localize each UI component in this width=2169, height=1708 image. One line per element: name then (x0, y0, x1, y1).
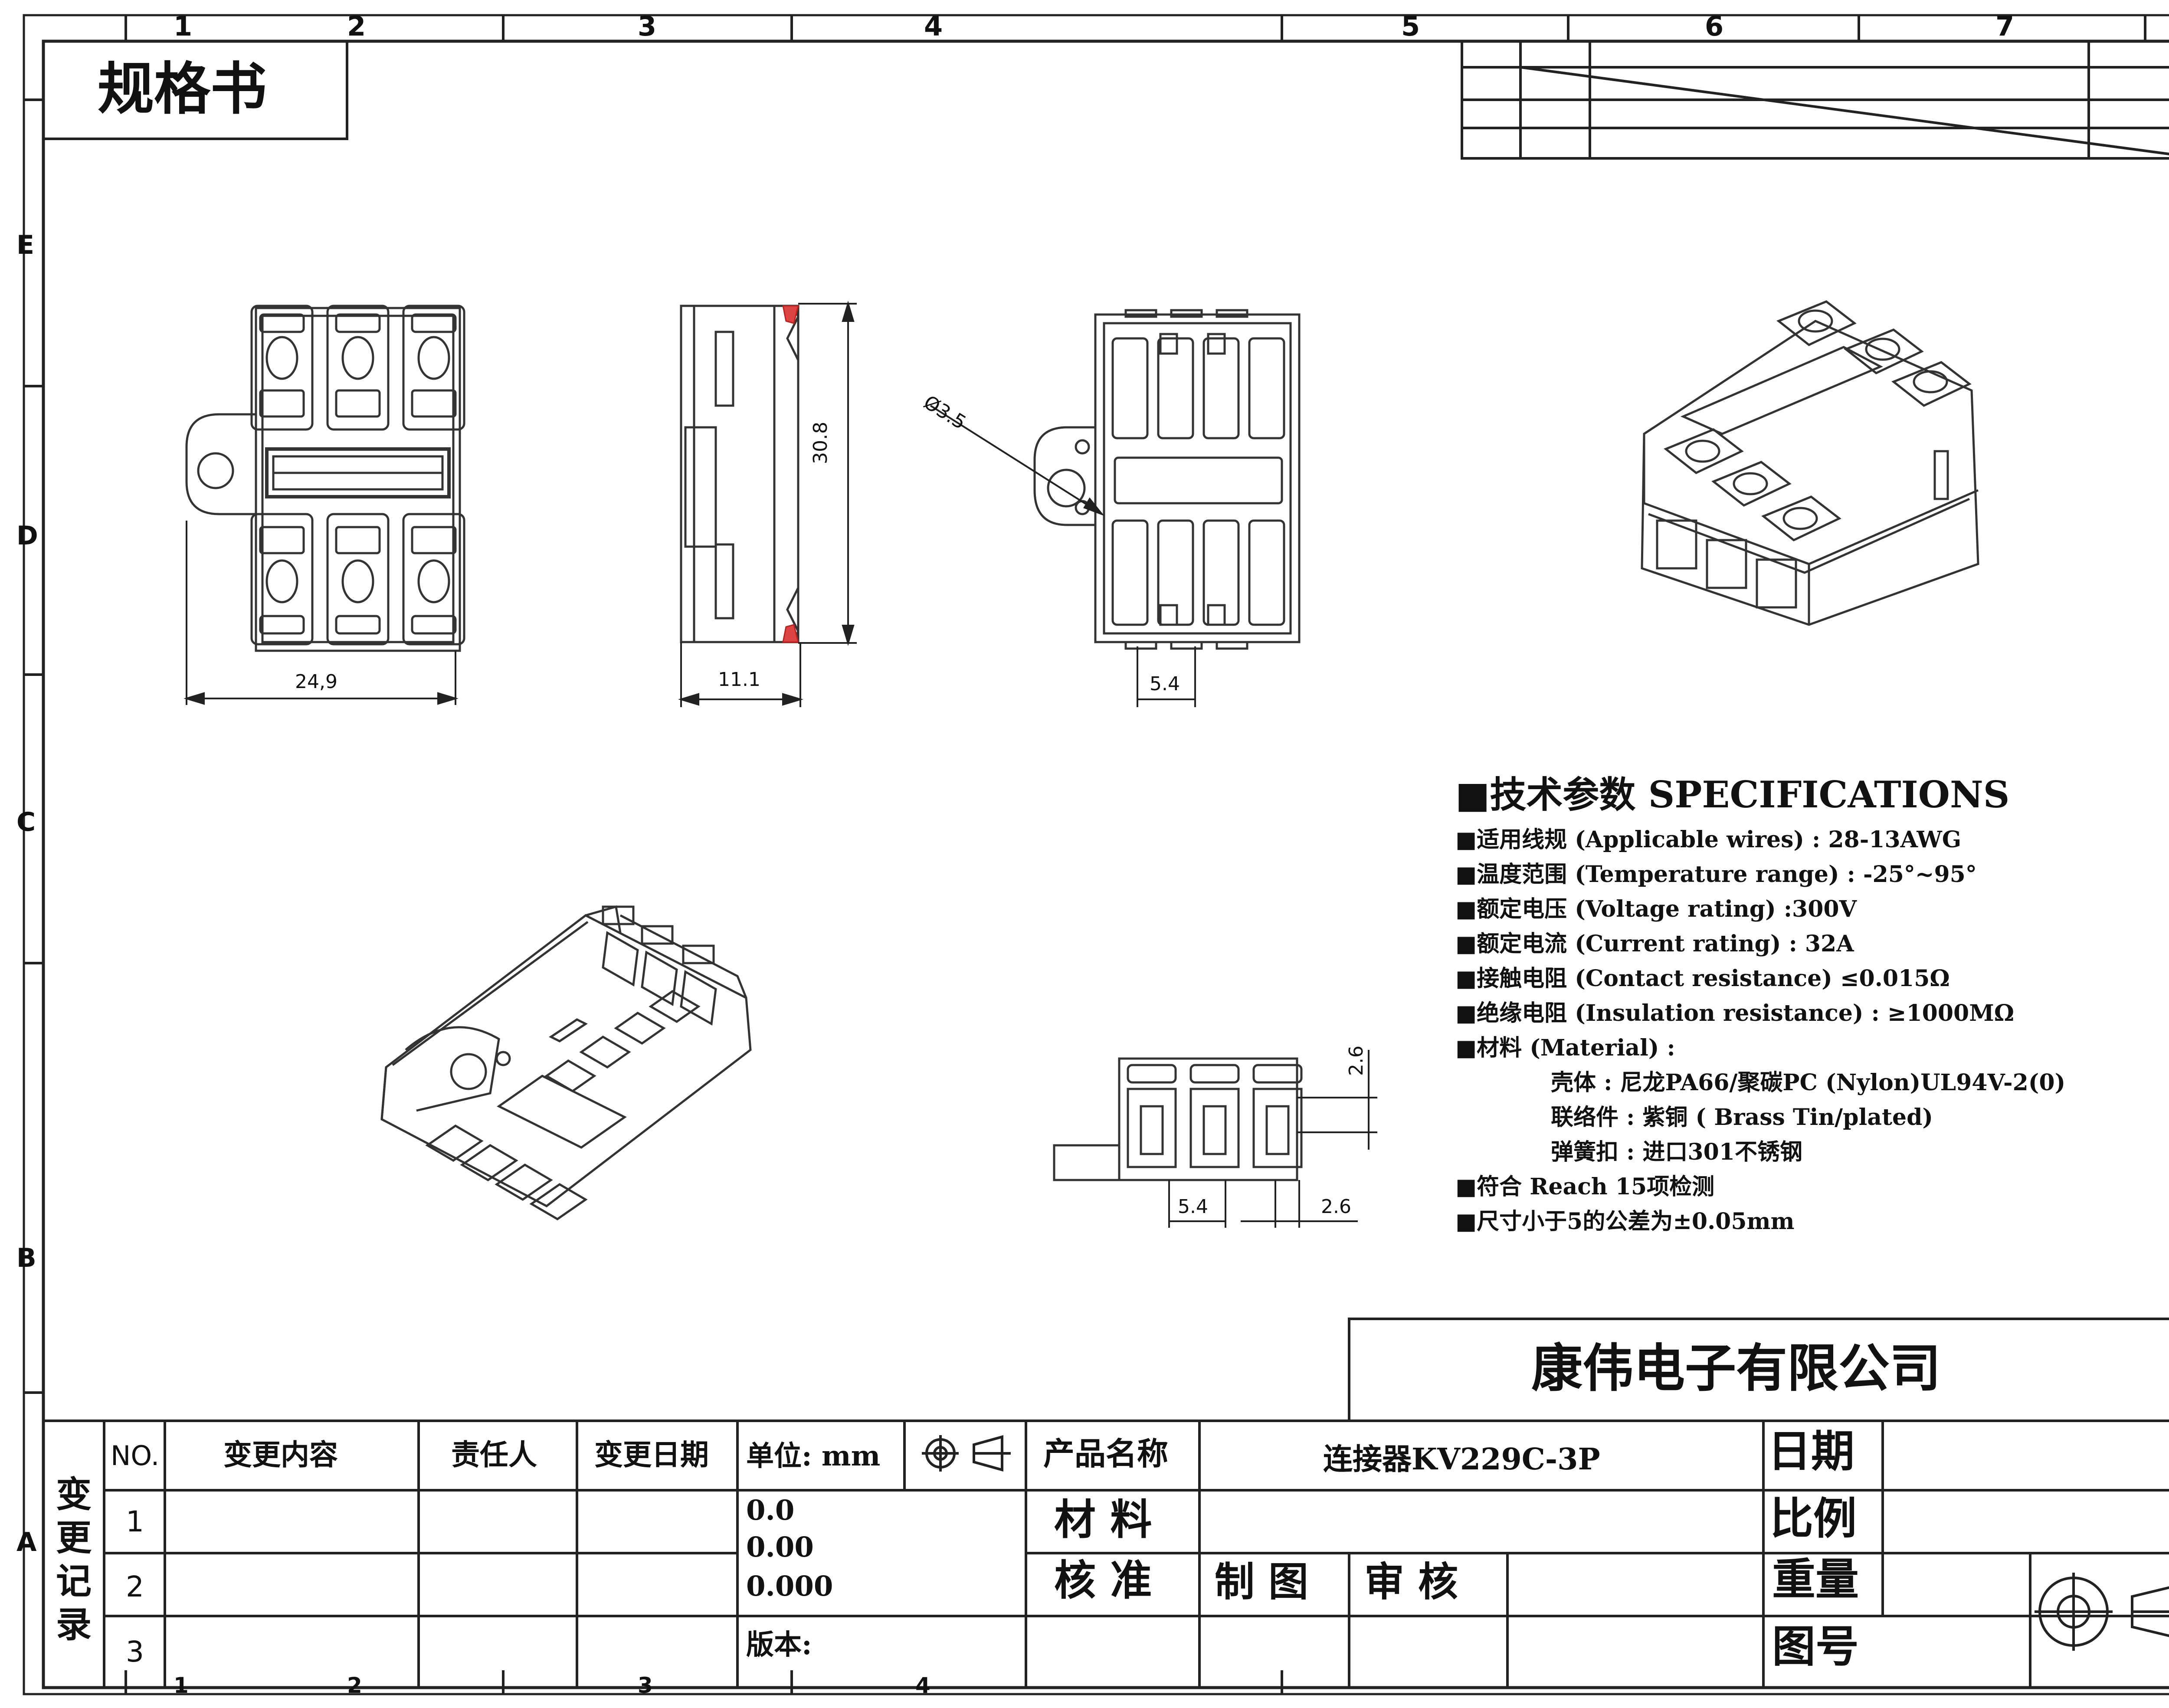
check-label: 核 准 (1054, 1556, 1152, 1605)
zone-col-1: 1 (174, 10, 193, 42)
spec-line-wires: ■适用线规 (Applicable wires) : 28-13AWG (1455, 826, 1962, 853)
zone-row-c: C (16, 807, 36, 837)
spec-line-tolerance: ■尺寸小于5的公差为±0.05mm (1455, 1208, 1795, 1235)
zone-col-4: 4 (924, 10, 943, 42)
dim-end-height: 2.6 (1345, 1046, 1367, 1076)
product-name-value: 连接器KV229C-3P (1323, 1442, 1600, 1477)
spec-line-current: ■额定电流 (Current rating) : 32A (1455, 931, 1854, 957)
rev-header-no: NO. (111, 1440, 160, 1472)
rev-header-person: 责任人 (451, 1438, 537, 1472)
dim-end-opening: 2.6 (1321, 1196, 1351, 1218)
zone-col-6: 6 (1705, 10, 1724, 42)
zone-col-3-bottom: 3 (638, 1673, 653, 1698)
zone-row-e: E (16, 230, 34, 260)
rev-row-2: 2 (126, 1570, 144, 1603)
rev-header-date: 变更日期 (594, 1438, 709, 1472)
unit-label: 单位: mm (746, 1440, 881, 1472)
scale-label: 比例 (1770, 1493, 1857, 1544)
spec-line-reach: ■符合 Reach 15项检测 (1455, 1174, 1715, 1200)
spec-material-contact: 联络件 : 紫铜 ( Brass Tin/plated) (1551, 1104, 1933, 1131)
rev-row-1: 1 (126, 1505, 144, 1538)
zone-col-4-bottom: 4 (915, 1673, 931, 1698)
rev-row-3: 3 (126, 1635, 144, 1669)
revision-side-label: 变更记录 (56, 1474, 92, 1646)
company-name: 康伟电子有限公司 (1531, 1338, 1941, 1398)
review-label: 审 核 (1364, 1558, 1458, 1605)
zone-row-a: A (16, 1527, 37, 1557)
dim-pitch-back: 5.4 (1150, 673, 1180, 695)
zone-row-d: D (16, 521, 38, 551)
zone-col-5: 5 (1401, 10, 1420, 42)
page-title: 规格书 (98, 56, 267, 122)
spec-material-housing: 壳体 : 尼龙PA66/聚碳PC (Nylon)UL94V-2(0) (1551, 1069, 2066, 1096)
zone-row-b: B (16, 1243, 36, 1273)
zone-col-3: 3 (638, 10, 657, 42)
spec-material-spring: 弹簧扣 : 进口301不锈钢 (1551, 1139, 1802, 1165)
dim-front-width: 24,9 (295, 671, 337, 693)
zone-col-1-bottom: 1 (174, 1673, 189, 1698)
dim-end-pitch: 5.4 (1178, 1196, 1208, 1218)
dim-side-height: 30.8 (809, 422, 832, 464)
tolerance-2: 0.00 (746, 1531, 814, 1564)
tolerance-1: 0.0 (746, 1494, 795, 1527)
weight-label: 重量 (1772, 1554, 1859, 1605)
product-name-label: 产品名称 (1043, 1435, 1169, 1472)
rev-header-content: 变更内容 (223, 1438, 338, 1472)
date-label: 日期 (1768, 1426, 1854, 1477)
zone-col-2-bottom: 2 (347, 1673, 362, 1698)
drawing-number-label: 图号 (1772, 1621, 1859, 1672)
spec-line-contact-resistance: ■接触电阻 (Contact resistance) ≤0.015Ω (1455, 965, 1950, 992)
zone-col-7: 7 (1995, 10, 2015, 42)
draw-label: 制 图 (1215, 1558, 1309, 1605)
spec-line-temperature: ■温度范围 (Temperature range) : -25°~95° (1455, 861, 1977, 888)
zone-col-2: 2 (347, 10, 366, 42)
spec-line-voltage: ■额定电压 (Voltage rating) :300V (1455, 896, 1857, 922)
spec-line-material: ■材料 (Material) : (1455, 1035, 1675, 1061)
version-label: 版本: (746, 1629, 812, 1661)
specs-heading: ■技术参数 SPECIFICATIONS (1455, 773, 2010, 816)
spec-line-insulation-resistance: ■绝缘电阻 (Insulation resistance) : ≥1000MΩ (1455, 1000, 2015, 1026)
material-label: 材 料 (1054, 1495, 1152, 1544)
dim-side-depth: 11.1 (718, 669, 760, 691)
tolerance-3: 0.000 (746, 1570, 833, 1603)
